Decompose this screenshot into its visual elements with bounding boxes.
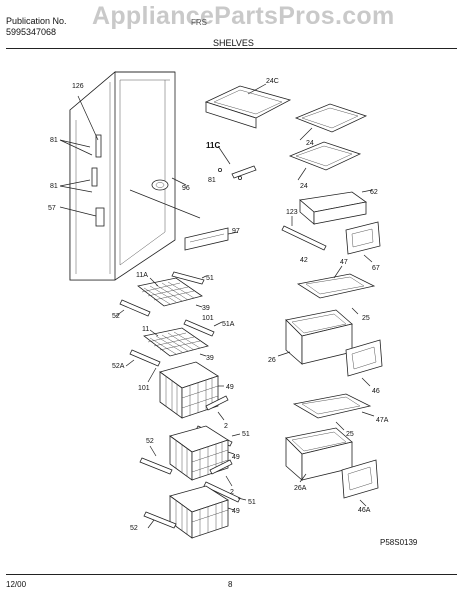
callout-97: 97 xyxy=(232,228,240,235)
cabinet-drawing xyxy=(59,71,201,281)
callout-52-upper: 52 xyxy=(112,313,120,320)
part-51A-rail xyxy=(183,319,223,337)
callout-57: 57 xyxy=(48,205,56,212)
callout-47: 47 xyxy=(340,259,348,266)
part-26-drawer xyxy=(277,309,353,365)
part-51-rail-c xyxy=(203,481,247,503)
callout-81-rail: 81 xyxy=(208,177,216,184)
part-46A-front xyxy=(341,459,379,507)
callout-51-bottom: 51 xyxy=(248,499,256,506)
part-67-front xyxy=(345,221,381,263)
callout-39-upper: 39 xyxy=(202,305,210,312)
part-49-basket-b xyxy=(169,425,235,481)
callout-46A: 46A xyxy=(358,507,371,514)
callout-2-lower: 2 xyxy=(230,489,234,496)
part-96 xyxy=(151,179,169,191)
part-97 xyxy=(184,227,239,251)
part-52-rail-b xyxy=(139,445,173,475)
callout-26A: 26A xyxy=(294,485,307,492)
callout-81-upper: 81 xyxy=(50,137,58,144)
callout-49-a: 49 xyxy=(226,384,234,391)
callout-24-upper: 24 xyxy=(306,140,314,147)
callout-11: 11 xyxy=(142,326,149,333)
callout-2-upper: 2 xyxy=(224,423,228,430)
part-11C-rail xyxy=(217,145,257,181)
part-47-frame xyxy=(296,265,376,315)
callout-26: 26 xyxy=(268,357,276,364)
part-123-rail xyxy=(281,216,327,251)
publication-number: 5995347068 xyxy=(6,27,57,37)
publication-label: Publication No. xyxy=(6,16,67,26)
exploded-shelves-diagram: 126 81 81 57 96 97 24C 11C 81 24 24 62 1… xyxy=(48,71,389,539)
callout-51-mid: 51 xyxy=(242,431,250,438)
callout-49-c: 49 xyxy=(232,508,240,515)
part-11-wire-shelf xyxy=(143,327,209,357)
part-52A-rail xyxy=(125,349,161,383)
callout-25-lower: 25 xyxy=(346,431,354,438)
section-title: SHELVES xyxy=(213,38,254,48)
callout-101-upper: 101 xyxy=(202,315,214,322)
callout-49-b: 49 xyxy=(232,454,240,461)
callout-101-lower: 101 xyxy=(138,385,150,392)
callout-123: 123 xyxy=(286,209,298,216)
callout-11A: 11A xyxy=(136,272,148,279)
part-2-rail-b xyxy=(209,459,233,487)
callout-81-lower: 81 xyxy=(50,183,58,190)
callout-47A: 47A xyxy=(376,417,389,424)
page-number: 8 xyxy=(228,580,233,589)
model-number: FRS xyxy=(191,18,207,27)
callout-24C: 24C xyxy=(266,78,279,85)
header-rule xyxy=(6,48,457,49)
part-46-front xyxy=(345,339,383,387)
part-62-tray xyxy=(299,189,373,225)
callout-126: 126 xyxy=(72,83,84,90)
callout-67: 67 xyxy=(372,265,380,272)
callout-11C: 11C xyxy=(206,141,220,150)
callout-51A: 51A xyxy=(222,321,235,328)
callout-25-upper: 25 xyxy=(362,315,370,322)
callout-62: 62 xyxy=(370,189,378,196)
part-52-rail-c xyxy=(143,511,177,529)
part-24C-shelf xyxy=(204,83,292,129)
watermark: AppliancePartsPros.com xyxy=(92,2,395,30)
part-26A-drawer xyxy=(285,427,353,483)
part-49-basket-a xyxy=(159,361,224,419)
callout-42: 42 xyxy=(300,257,308,264)
callout-46: 46 xyxy=(372,388,380,395)
callout-24-lower: 24 xyxy=(300,183,308,190)
part-24-shelves xyxy=(288,103,368,181)
part-2-rail-a xyxy=(205,395,229,421)
callout-51-top: 51 xyxy=(206,275,214,282)
callout-52A: 52A xyxy=(112,363,125,370)
footer-rule xyxy=(6,574,457,575)
footer-date: 12/00 xyxy=(6,580,27,589)
part-47A-frame xyxy=(292,393,375,431)
part-49-basket-c xyxy=(169,485,235,539)
diagram-code: P58S0139 xyxy=(380,538,418,547)
part-52-rail xyxy=(115,299,151,317)
callout-52-mid: 52 xyxy=(146,438,154,445)
part-11A-wire-shelf xyxy=(137,277,203,308)
callout-96: 96 xyxy=(182,185,190,192)
part-51-rail-top xyxy=(171,271,207,285)
callout-39-lower: 39 xyxy=(206,355,214,362)
callout-52-bottom: 52 xyxy=(130,525,138,532)
